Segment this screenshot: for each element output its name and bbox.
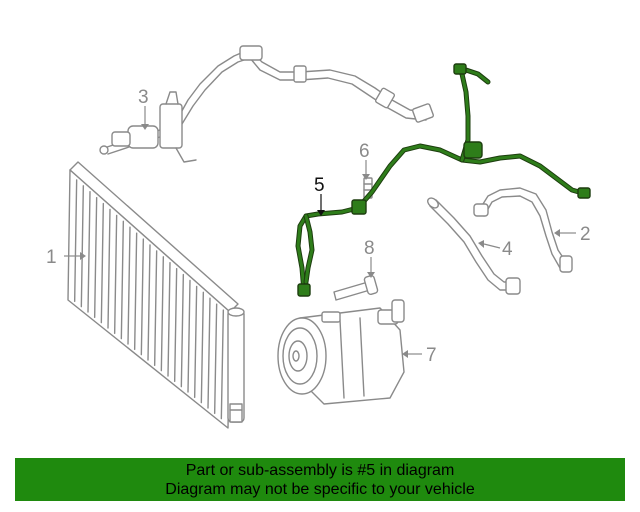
condenser-fin: [153, 250, 158, 367]
leader-lines: [64, 106, 576, 358]
part-7-compressor[interactable]: [277, 299, 405, 405]
condenser-fin: [73, 179, 78, 303]
part-1-condenser[interactable]: [67, 161, 245, 429]
banner-line-2: Diagram may not be specific to your vehi…: [165, 481, 475, 498]
part-5-hose-highlighted[interactable]: [295, 63, 591, 297]
banner-line-1: Part or sub-assembly is #5 in diagram: [185, 462, 455, 479]
condenser-fin: [187, 279, 191, 393]
condenser-fin: [200, 291, 205, 404]
callout-6: 6: [359, 141, 370, 162]
callout-2: 2: [580, 224, 591, 245]
callout-7: 7: [426, 345, 437, 366]
callout-8: 8: [364, 238, 375, 259]
condenser-fin: [87, 191, 91, 313]
callout-5: 5: [314, 175, 325, 196]
condenser-fin: [100, 202, 105, 324]
part-2-hose[interactable]: [473, 187, 573, 273]
condenser-fin: [140, 238, 145, 356]
condenser-fin: [220, 309, 225, 420]
info-banner: Part or sub-assembly is #5 in diagram Di…: [15, 458, 625, 501]
part-4-hose[interactable]: [426, 196, 521, 295]
condenser-fin: [173, 267, 178, 383]
part-3-hose-assembly[interactable]: [99, 45, 434, 163]
condenser-fin: [80, 185, 85, 308]
condenser-fin: [207, 297, 211, 409]
condenser-fin: [147, 244, 151, 361]
condenser-fin: [167, 262, 171, 377]
condenser-fin: [193, 285, 198, 399]
condenser-fin: [107, 208, 111, 329]
parts-diagram: 1 2 3 4 5 6 8 7: [46, 45, 591, 429]
condenser-fin: [127, 226, 131, 345]
part-8-bolt[interactable]: [333, 274, 379, 301]
condenser-fin: [113, 214, 118, 335]
condenser-fin: [160, 256, 165, 372]
condenser-fins: [73, 179, 225, 420]
condenser-fin: [133, 232, 138, 351]
condenser-fin: [120, 220, 125, 340]
condenser-fin: [93, 196, 98, 319]
callout-1: 1: [46, 247, 57, 268]
callout-4: 4: [502, 239, 513, 260]
condenser-fin: [180, 273, 185, 388]
callout-3: 3: [138, 87, 149, 108]
condenser-fin: [213, 303, 218, 415]
